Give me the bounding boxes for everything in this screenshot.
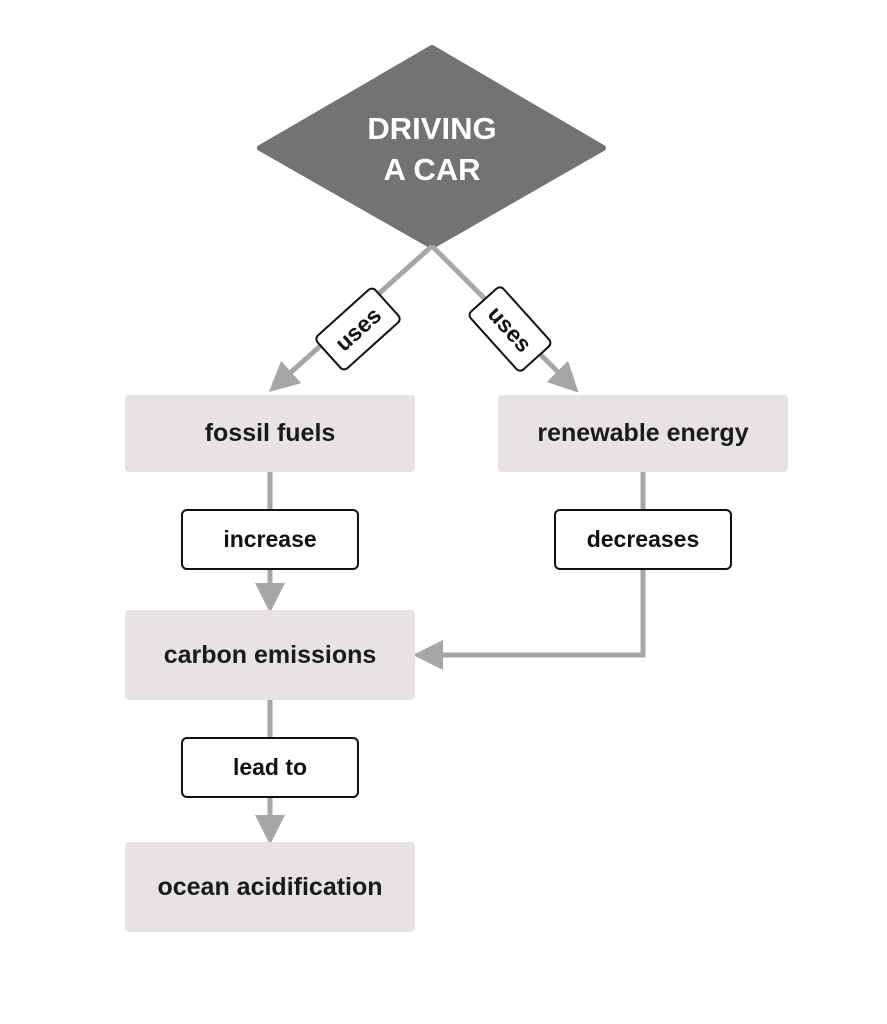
title-line-1: DRIVING	[367, 111, 497, 146]
label-increase: increase	[181, 509, 359, 570]
label-lead-to: lead to	[181, 737, 359, 798]
node-renewable-energy: renewable energy	[498, 395, 788, 472]
diagram-title: DRIVING A CAR	[330, 108, 534, 190]
node-ocean-acidification: ocean acidification	[125, 842, 415, 932]
title-line-2: A CAR	[383, 152, 481, 187]
node-carbon-emissions: carbon emissions	[125, 610, 415, 700]
node-fossil-fuels: fossil fuels	[125, 395, 415, 472]
label-decreases: decreases	[554, 509, 732, 570]
